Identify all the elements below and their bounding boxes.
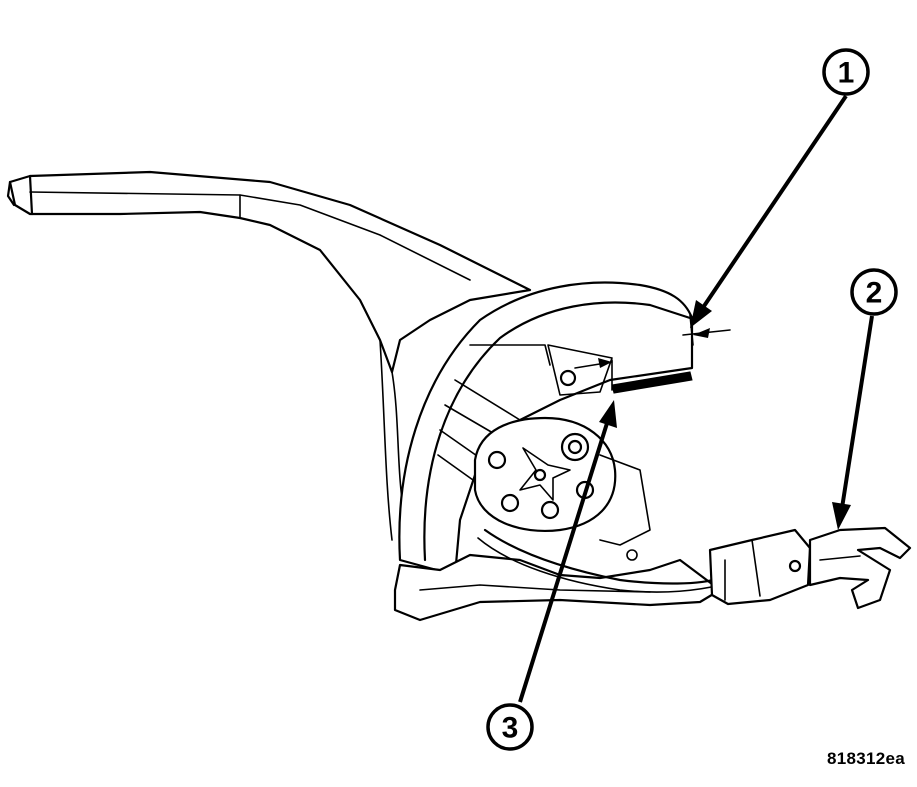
callout-2-label: 2 xyxy=(866,277,883,310)
cable-connector xyxy=(708,526,912,610)
callout-1: 1 xyxy=(822,48,870,96)
brake-cable xyxy=(477,528,722,593)
callout-1-label: 1 xyxy=(838,57,855,90)
callout-2: 2 xyxy=(850,268,898,316)
callout-3: 3 xyxy=(486,703,534,751)
callout-3-label: 3 xyxy=(502,712,519,745)
dimension-marks xyxy=(574,314,731,369)
leader-3 xyxy=(518,400,617,703)
adjuster-rod xyxy=(611,359,693,394)
leader-1 xyxy=(690,94,848,328)
figure-code: 818312ea xyxy=(826,749,905,768)
leader-2 xyxy=(832,315,874,530)
